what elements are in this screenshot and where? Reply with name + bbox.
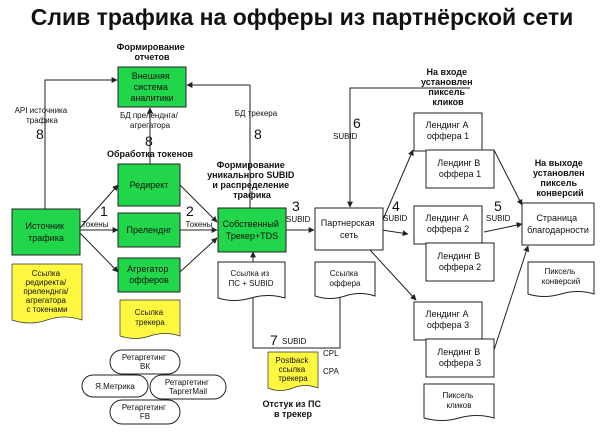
svg-text:Postback ссылка тр: Postback ссылка трекера bbox=[275, 356, 310, 383]
step-4: 4 bbox=[392, 198, 400, 214]
step-8-api: 8 bbox=[36, 126, 44, 142]
page-title: Слив трафика на офферы из партнёрской се… bbox=[30, 4, 574, 30]
svg-text:Собственный Трекер+TDS: Собственный Трекер+TDS bbox=[223, 219, 282, 241]
svg-text:Лендинг A оффера 3: Лендинг A оффера 3 bbox=[426, 309, 471, 330]
svg-text:Ретаргетинг ВК: Ретаргетинг ВК bbox=[122, 353, 168, 371]
svg-text:Лендинг A оффера 2: Лендинг A оффера 2 bbox=[426, 213, 471, 234]
svg-text:Лендинг A оффера 1: Лендинг A оффера 1 bbox=[426, 120, 471, 141]
svg-text:Ретаргетинг TapгетMail: Ретаргетинг TapгетMail bbox=[165, 378, 211, 396]
svg-text:Лендинг B оффера 3: Лендинг B оффера 3 bbox=[437, 347, 482, 368]
svg-text:Внешняя система ан: Внешняя система аналитики bbox=[130, 71, 173, 103]
svg-text:Пиксель кликов: Пиксель кликов bbox=[442, 391, 475, 410]
connectors bbox=[44, 77, 530, 351]
subid-label-7: SUBID bbox=[282, 337, 307, 346]
svg-text:Я.Метрика: Я.Метрика bbox=[95, 382, 135, 391]
subid-title: Формирование уникального SUBID и распред… bbox=[207, 160, 297, 200]
analytics-node: Внешняя система аналитики bbox=[117, 66, 187, 108]
retargeting-vk-pill: Ретаргетинг ВК bbox=[109, 349, 181, 375]
landing-b-offer-2: Лендинг B оффера 2 bbox=[425, 242, 495, 282]
doc-postback-link: Postback ссылка трекера bbox=[267, 351, 319, 391]
landing-a-offer-1: Лендинг A оффера 1 bbox=[413, 112, 483, 152]
reports-title: Формирование отчетов bbox=[117, 42, 188, 62]
doc-conversion-pixel: Пиксель конверсий bbox=[527, 261, 595, 297]
svg-text:Агрегатор офферов: Агрегатор офферов bbox=[127, 264, 171, 285]
doc-ps-subid-link: Ссылка из ПС + SUBID bbox=[217, 261, 286, 301]
doc-redirect-link: Ссылка редиректа/ преленднга/ агрегатора… bbox=[11, 263, 83, 324]
step-8-db-prelanding: 8 bbox=[145, 133, 153, 149]
svg-text:Страница благодарности: Страница благодарности bbox=[527, 213, 589, 235]
step-1: 1 bbox=[100, 203, 108, 219]
svg-text:Лендинг B оффера 2: Лендинг B оффера 2 bbox=[437, 251, 482, 272]
svg-text:Ссылка оффера: Ссылка оффера bbox=[330, 269, 362, 288]
doc-offer-link: Ссылка оффера bbox=[314, 261, 376, 299]
step-5: 5 bbox=[494, 198, 502, 214]
cpa-label: CPA bbox=[323, 367, 340, 376]
landing-a-offer-3: Лендинг A оффера 3 bbox=[413, 301, 483, 341]
landing-b-offer-1: Лендинг B оффера 1 bbox=[425, 149, 495, 189]
step-6: 6 bbox=[353, 115, 361, 131]
postback-caption: Отстук из ПС в трекер bbox=[263, 399, 324, 419]
svg-text:Редирект: Редирект bbox=[130, 180, 169, 190]
yandex-metrika-pill: Я.Метрика bbox=[81, 374, 149, 398]
db-prelanding-label: БД преленднга/ агрегатора bbox=[120, 111, 180, 130]
step-2: 2 bbox=[186, 203, 194, 219]
redirect-node: Редирект bbox=[117, 163, 181, 207]
thank-you-page-node: Страница благодарности bbox=[521, 202, 595, 246]
retargeting-mail-pill: Ретаргетинг TapгетMail bbox=[149, 374, 227, 400]
svg-text:Ссылка трекера: Ссылка трекера bbox=[135, 308, 166, 327]
tokens-label-2: Токены bbox=[186, 220, 213, 229]
svg-text:Ссылка из ПС + SUBID: Ссылка из ПС + SUBID bbox=[228, 269, 273, 288]
retargeting-fb-pill: Ретаргетинг FB bbox=[109, 399, 181, 425]
prelanding-node: Преленднг bbox=[117, 212, 181, 248]
svg-text:Пиксель конверсий: Пиксель конверсий bbox=[542, 267, 580, 286]
svg-text:Ссылка редиректа/: Ссылка редиректа/ преленднга/ агрегатора… bbox=[23, 269, 70, 314]
aggregator-node: Агрегатор офферов bbox=[117, 257, 181, 293]
subid-label-3: SUBID bbox=[286, 215, 311, 224]
svg-text:Источник трафика: Источник трафика bbox=[26, 221, 67, 243]
api-label: API источника трафика bbox=[15, 106, 70, 125]
svg-text:Ретаргетинг FB: Ретаргетинг FB bbox=[122, 403, 168, 421]
partner-network-node: Партнерская сеть bbox=[314, 207, 384, 251]
step-8-db-tracker: 8 bbox=[254, 126, 262, 142]
subid-label-5: SUBID bbox=[486, 214, 511, 223]
step-7: 7 bbox=[270, 332, 278, 348]
click-pixel-title: На входе установлен пиксель кликов bbox=[421, 67, 475, 107]
svg-text:Партнерская сеть: Партнерская сеть bbox=[321, 218, 377, 240]
db-tracker-label: БД трекера bbox=[235, 109, 278, 118]
svg-text:Лендинг B оффера 1: Лендинг B оффера 1 bbox=[437, 158, 482, 179]
doc-click-pixel: Пиксель кликов bbox=[423, 383, 495, 421]
tracker-node: Собственный Трекер+TDS bbox=[217, 207, 287, 253]
source-node: Источник трафика bbox=[11, 208, 81, 256]
svg-text:Преленднг: Преленднг bbox=[127, 225, 173, 235]
landing-a-offer-2: Лендинг A оффера 2 bbox=[413, 205, 483, 245]
tokens-label-1: Токены bbox=[82, 220, 109, 229]
cpl-label: CPL bbox=[323, 349, 339, 358]
landing-b-offer-3: Лендинг B оффера 3 bbox=[425, 338, 495, 378]
step-3: 3 bbox=[292, 198, 300, 214]
tokens-processing-title: Обработка токенов bbox=[107, 149, 194, 159]
conversion-pixel-title: На выходе установлен пиксель конверсий bbox=[533, 158, 587, 198]
subid-label-4: SUBID bbox=[383, 214, 408, 223]
doc-tracker-link: Ссылка трекера bbox=[119, 299, 181, 339]
subid-label-6: SUBID bbox=[333, 132, 358, 141]
